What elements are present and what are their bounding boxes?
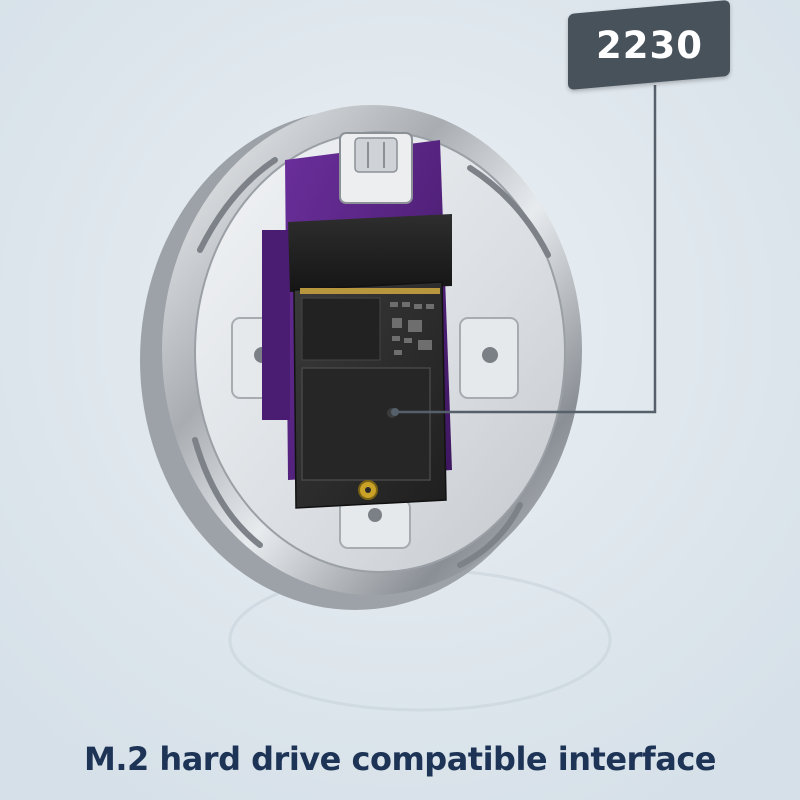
caption: M.2 hard drive compatible interface xyxy=(84,740,716,778)
callout-line xyxy=(395,85,657,414)
rim-groove xyxy=(457,502,523,568)
nand-chip xyxy=(301,367,431,481)
size-badge-label: 2230 xyxy=(595,23,703,67)
controller-chip xyxy=(301,297,381,361)
rim-groove xyxy=(197,157,278,253)
size-badge: 2230 xyxy=(568,0,730,91)
callout-dot xyxy=(391,408,399,416)
rim-groove xyxy=(192,437,263,548)
screw-hole xyxy=(368,508,382,522)
pcb-components xyxy=(390,302,434,355)
screw-hole xyxy=(482,347,498,363)
rim-groove xyxy=(467,165,551,258)
mounting-tab-bottom xyxy=(339,499,411,549)
m2-slot xyxy=(288,214,452,292)
gold-contacts xyxy=(300,288,440,294)
